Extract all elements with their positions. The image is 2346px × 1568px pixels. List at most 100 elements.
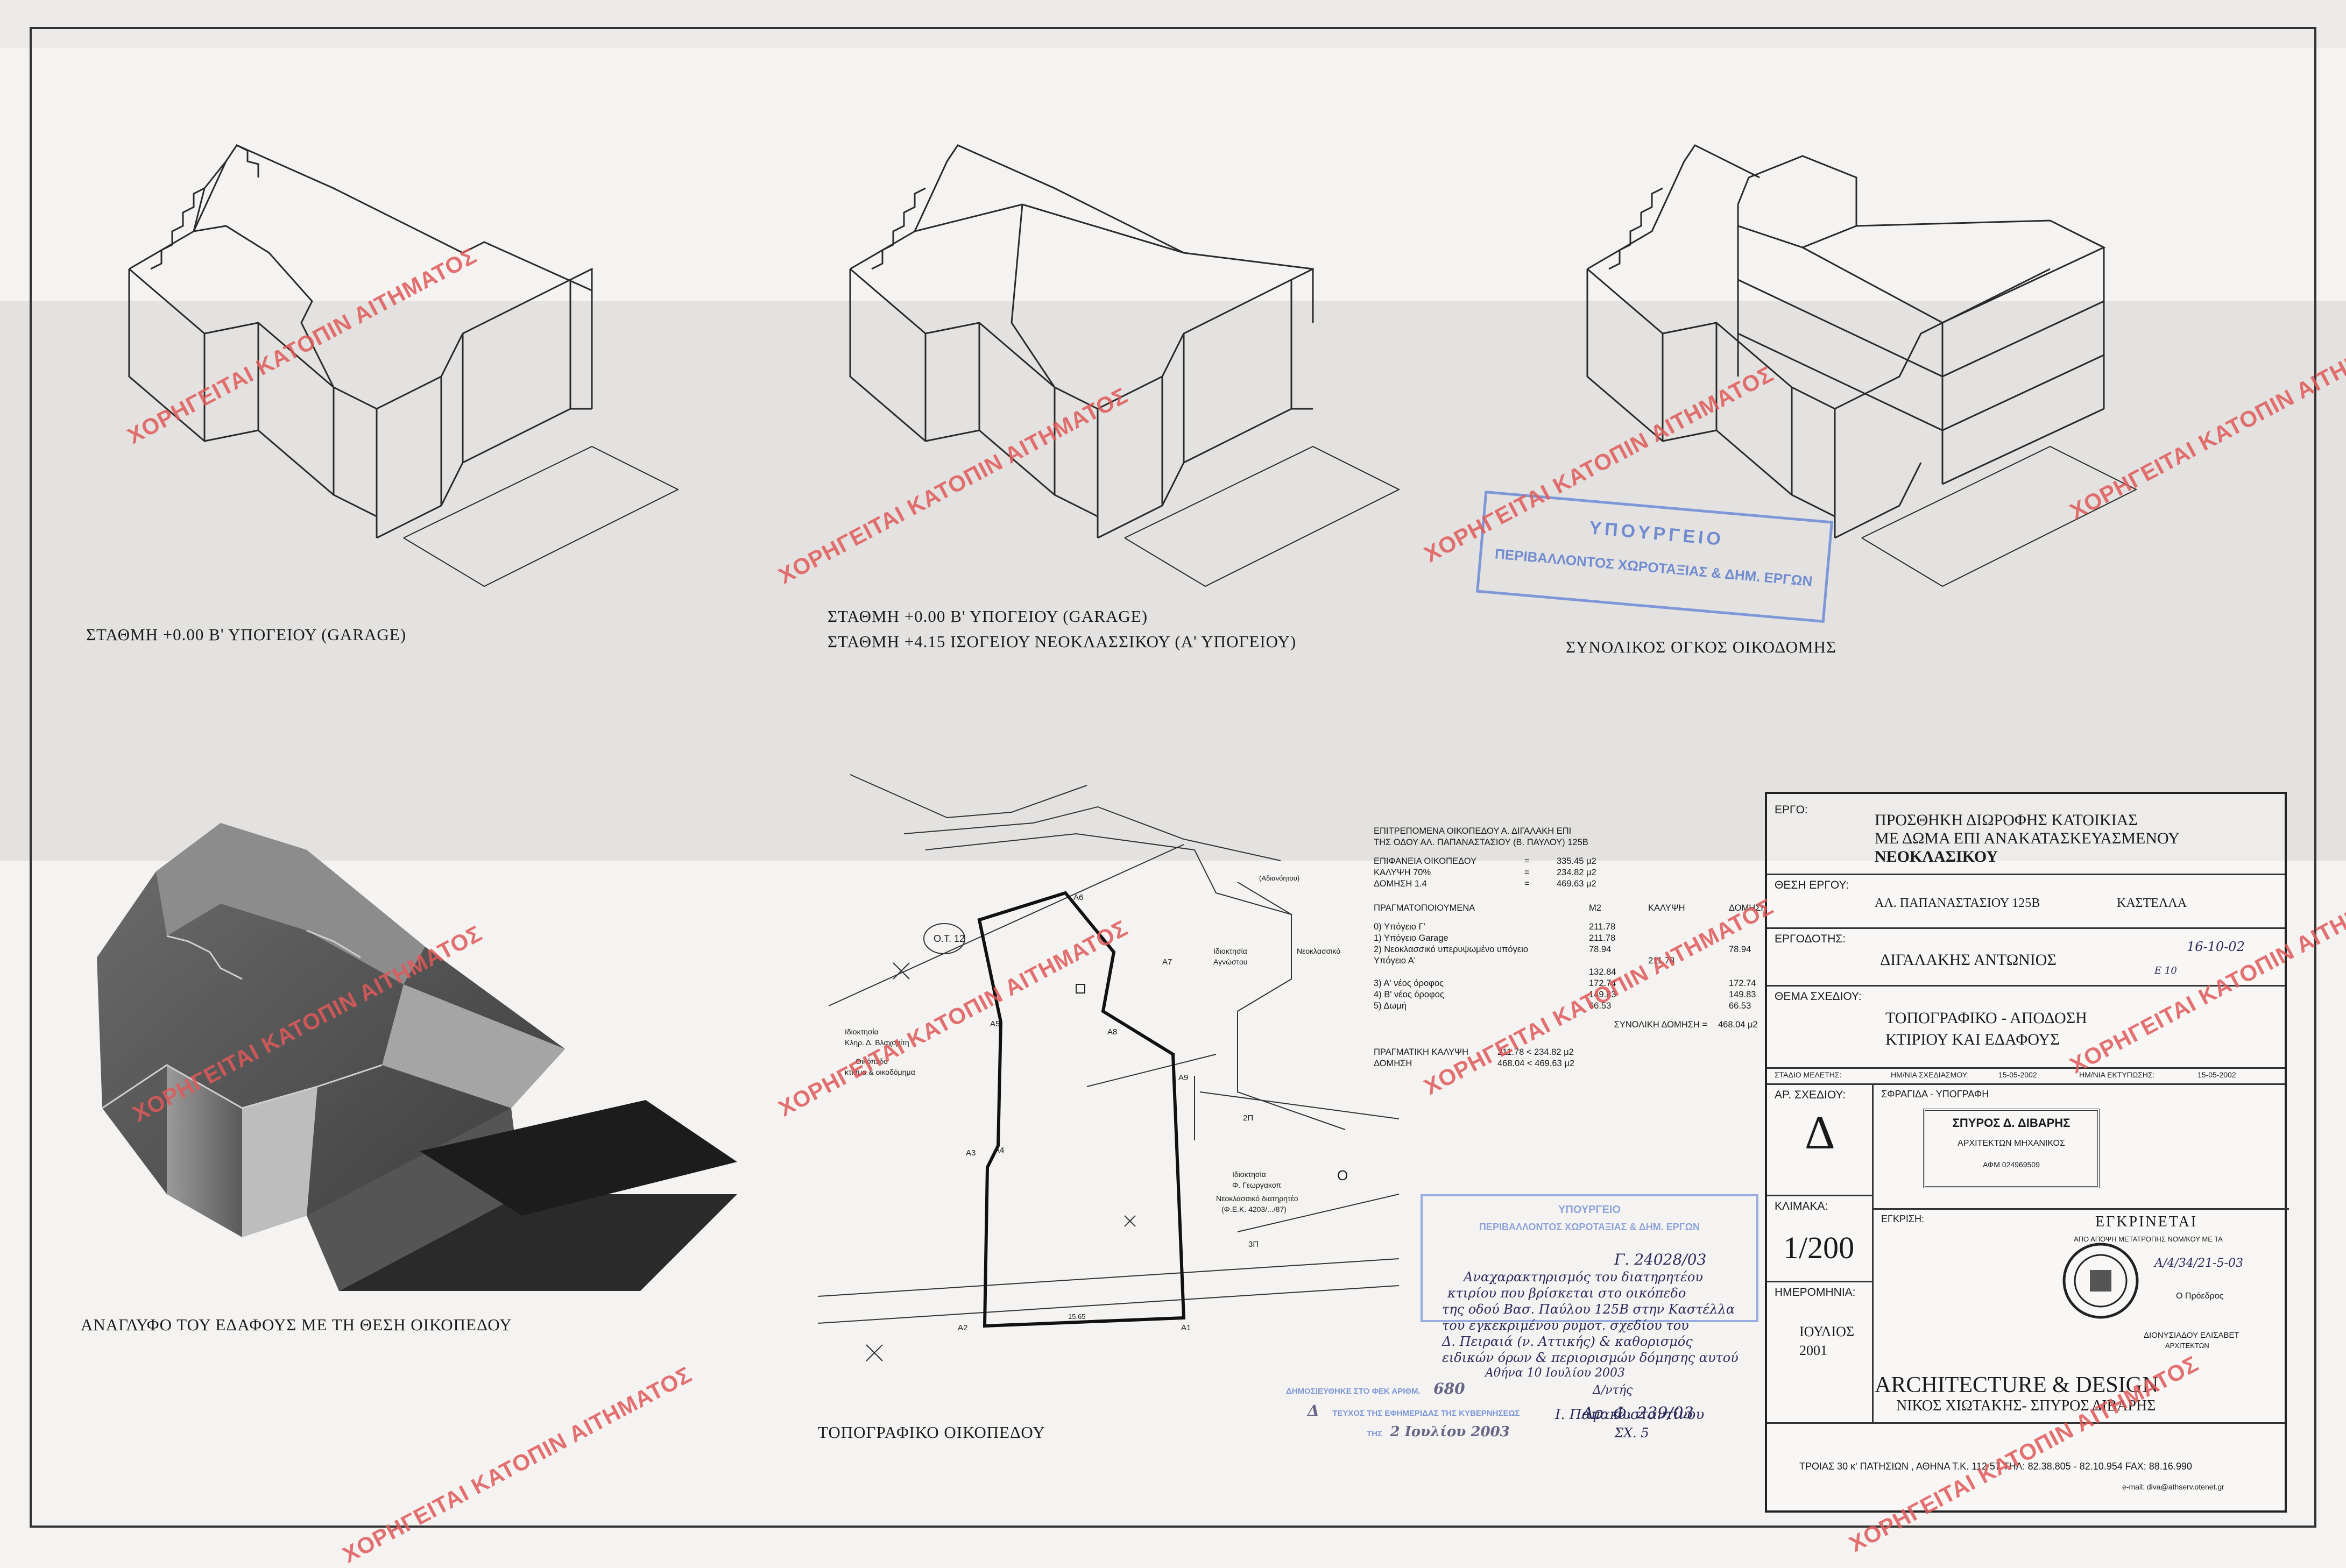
engineer-stamp-line3: ΑΦΜ 024969509 — [1983, 1160, 2040, 1169]
publish-line2: ΤΕΥΧΟΣ ΤΗΣ ΕΦΗΜΕΡΙΔΑΣ ΤΗΣ ΚΥΒΕΡΝΗΣΕΩΣ — [1332, 1409, 1520, 1418]
stats-total-row: ΣΥΝΟΛΙΚΗ ΔΟΜΗΣΗ =468.04 μ2 — [1614, 1020, 1758, 1030]
tb-ergo-line3: ΝΕΟΚΛΑΣΙΚΟΥ — [1875, 848, 1998, 865]
tb-hand-date: 16-10-02 — [2187, 939, 2245, 954]
tb-ergodotis-label: ΕΡΓΟΔΟΤΗΣ: — [1775, 933, 1846, 945]
isometric-views — [128, 144, 2138, 587]
topo-neighbor3-l3: Νεοκλασσικό διατηρητέο — [1216, 1194, 1298, 1203]
decision-line-6: ειδικών όρων & περιορισμών δόμησης αυτού — [1442, 1350, 1739, 1365]
publish-num: 680 — [1433, 1380, 1465, 1397]
topo-neighbor1-l2: Κληρ. Δ. Βλαχομίτη — [845, 1038, 909, 1047]
publish-line1: ΔΗΜΟΣΙΕΥΘΗΚΕ ΣΤΟ ΦΕΚ ΑΡΙΘΜ. — [1286, 1387, 1421, 1396]
publish-date: 2 Ιουλίου 2003 — [1390, 1424, 1510, 1440]
tb-thesi-value: ΑΛ. ΠΑΠΑΝΑΣΤΑΣΙΟΥ 125Β — [1875, 896, 2040, 910]
topo-neighbor2-l2: Αγνώστου — [1213, 957, 1248, 966]
tb-imerominia-label: ΗΜΕΡΟΜΗΝΙΑ: — [1775, 1286, 1856, 1299]
plot-boundary — [977, 891, 1186, 1328]
tb-ergo-label: ΕΡΓΟ: — [1775, 804, 1808, 816]
ministry-stamp-bottom: ΥΠΟΥΡΓΕΙΟ ΠΕΡΙΒΑΛΛΟΝΤΟΣ ΧΩΡΟΤΑΞΙΑΣ & ΔΗΜ… — [1421, 1194, 1758, 1322]
tb-ar-label: ΑΡ. ΣΧΕΔΙΟΥ: — [1775, 1089, 1846, 1101]
tb-address: ΤΡΟΙΑΣ 30 κ' ΠΑΤΗΣΙΩΝ , ΑΘΗΝΑ Τ.Κ. 112 5… — [1799, 1461, 2192, 1472]
topographic-plan — [817, 774, 1399, 1361]
tb-sfragida-label: ΣΦΡΑΓΙΔΑ - ΥΠΟΓΡΑΦΗ — [1881, 1089, 1989, 1099]
round-seal-icon — [2062, 1243, 2139, 1319]
iso-view-garage — [128, 144, 680, 587]
engineer-stamp-line1: ΣΠΥΡΟΣ Δ. ΔΙΒΑΡΗΣ — [1952, 1116, 2071, 1130]
view2-caption-line2: ΣΤΑΘΜΗ +4.15 ΙΣΟΓΕΙΟΥ ΝΕΟΚΛΑΣΣΙΚΟΥ (Α' Υ… — [828, 632, 1297, 651]
topo-point-a3: Α3 — [966, 1148, 976, 1158]
topo-neighbor2-l1: Ιδιοκτησία — [1213, 947, 1247, 955]
tb-ergo-line2: ΜΕ ΔΩΜΑ ΕΠΙ ΑΝΑΚΑΤΑΣΚΕΥΑΣΜΕΝΟΥ — [1875, 829, 2180, 847]
topo-neighbor2-l3: Νεοκλασσικό — [1297, 947, 1341, 955]
iso-view-total — [1586, 144, 2138, 587]
ministry-ref: Γ. 24028/03 — [1614, 1251, 1707, 1268]
stats-allowed-row: ΕΠΙΦΑΝΕΙΑ ΟΙΚΟΠΕΔΟΥ=335.45 μ2 — [1374, 856, 1596, 866]
stats-title-1: ΕΠΙΤΡΕΠΟΜΕΝΑ ΟΙΚΟΠΕΔΟΥ Α. ΔΙΓΑΛΑΚΗ ΕΠΙ — [1374, 826, 1572, 836]
topo-neighbor1-l3: Οικόπεδο — [856, 1057, 888, 1066]
topo-point-a5: Α5 — [990, 1019, 1000, 1028]
topo-point-a4: Α4 — [994, 1146, 1005, 1155]
relief-caption: ΑΝΑΓΛΥΦΟ ΤΟΥ ΕΔΑΦΟΥΣ ΜΕ ΤΗ ΘΕΣΗ ΟΙΚΟΠΕΔΟ… — [81, 1315, 512, 1334]
iso-view-ground — [849, 144, 1401, 587]
decision-sign: Δ/ντής — [1593, 1383, 1633, 1397]
stats-row: 0) Υπόγειο Γ'211.78 — [1374, 922, 1616, 932]
tb-thema-line1: ΤΟΠΟΓΡΑΦΙΚΟ - ΑΠΟΔΟΣΗ — [1885, 1009, 2087, 1027]
topo-point-a6: Α6 — [1073, 893, 1084, 902]
tb-date-print-label: ΗΜ/ΝΙΑ ΕΚΤΥΠΩΣΗΣ: — [2079, 1070, 2155, 1079]
view3-caption: ΣΥΝΟΛΙΚΟΣ ΟΓΚΟΣ ΟΙΚΟΔΟΜΗΣ — [1566, 637, 1837, 656]
topo-point-a1: Α1 — [1181, 1323, 1191, 1332]
decision-line-4: του εγκεκριμένου ρυμοτ. σχεδίου του — [1442, 1318, 1689, 1333]
tb-ergo-line1: ΠΡΟΣΘΗΚΗ ΔΙΩΡΟΦΗΣ ΚΑΤΟΙΚΙΑΣ — [1875, 811, 2138, 829]
file-ref: Αρ. Φ. 239/03 — [1582, 1404, 1694, 1423]
tb-thema-line2: ΚΤΙΡΙΟΥ ΚΑΙ ΕΔΑΦΟΥΣ — [1885, 1031, 2060, 1048]
terrain-relief-render — [97, 823, 737, 1291]
stats-title-2: ΤΗΣ ΟΔΟΥ ΑΛ. ΠΑΠΑΝΑΣΤΑΣΙΟΥ (Β. ΠΑΥΛΟΥ) 1… — [1374, 838, 1588, 847]
tb-egk-name1: ΔΙΟΝΥΣΙΑΔΟΥ ΕΛΙΣΑΒΕΤ — [2144, 1331, 2239, 1340]
stats-allowed-row: ΚΑΛΥΨΗ 70%=234.82 μ2 — [1374, 868, 1596, 877]
publish-date-prefix: ΤΗΣ — [1367, 1429, 1382, 1438]
publish-issue: Δ — [1308, 1402, 1319, 1420]
engineer-stamp: ΣΠΥΡΟΣ Δ. ΔΙΒΑΡΗΣ ΑΡΧΙΤΕΚΤΩΝ ΜΗΧΑΝΙΚΟΣ Α… — [1923, 1109, 2100, 1188]
decision-line-3: της οδού Βασ. Παύλου 125Β στην Καστέλλα — [1442, 1302, 1735, 1317]
tb-firm-name: ARCHITECTURE & DESIGN — [1875, 1373, 2159, 1397]
decision-date: Αθήνα 10 Ιουλίου 2003 — [1485, 1366, 1626, 1380]
tb-hand-code: Ε 10 — [2154, 965, 2177, 976]
topo-point-a8: Α8 — [1107, 1027, 1118, 1037]
topo-label-2: 2Π — [1243, 1113, 1254, 1123]
topo-label-3: 3Π — [1248, 1240, 1259, 1249]
decision-line-5: Δ. Πειραιά (ν. Αττικής) & καθορισμός — [1442, 1334, 1693, 1349]
tb-year: 2001 — [1799, 1343, 1827, 1358]
topo-point-a7: Α7 — [1162, 957, 1172, 967]
view1-caption: ΣΤΑΘΜΗ +0.00 Β' ΥΠΟΓΕΙΟΥ (GARAGE) — [86, 625, 407, 644]
tb-egkrinetai: ΕΓΚΡΙΝΕΤΑΙ — [2095, 1214, 2198, 1230]
drawing-border — [30, 27, 2316, 1528]
topo-point-a2: Α2 — [958, 1323, 968, 1332]
decision-line-1: Αναχαρακτηρισμός του διατηρητέου — [1464, 1269, 1703, 1285]
ministry-stamp-bottom-line1: ΥΠΟΥΡΓΕΙΟ — [1558, 1204, 1621, 1216]
stats-allowed-row: ΔΟΜΗΣΗ 1.4=469.63 μ2 — [1374, 879, 1596, 889]
tb-thema-label: ΘΕΜΑ ΣΧΕΔΙΟΥ: — [1775, 990, 1862, 1003]
topo-point-a9: Α9 — [1178, 1073, 1189, 1082]
engineer-stamp-line2: ΑΡΧΙΤΕΚΤΩΝ ΜΗΧΑΝΙΚΟΣ — [1958, 1139, 2065, 1148]
area-statistics: ΕΠΙΤΡΕΠΟΜΕΝΑ ΟΙΚΟΠΕΔΟΥ Α. ΔΙΓΑΛΑΚΗ ΕΠΙ Τ… — [1374, 826, 1777, 1069]
view2-caption-line1: ΣΤΑΘΜΗ +0.00 Β' ΥΠΟΓΕΙΟΥ (GARAGE) — [828, 607, 1148, 626]
topo-caption: ΤΟΠΟΓΡΑΦΙΚΟ ΟΙΚΟΠΕΔΟΥ — [818, 1423, 1045, 1442]
tb-ergodotis-value: ΔΙΓΑΛΑΚΗΣ ΑΝΤΩΝΙΟΣ — [1880, 951, 2057, 969]
tb-email: e-mail: diva@athserv.otenet.gr — [2122, 1482, 2224, 1491]
scan-band-1 — [0, 301, 2346, 861]
ministry-stamp-bottom-line2: ΠΕΡΙΒΑΛΛΟΝΤΟΣ ΧΩΡΟΤΑΞΙΑΣ & ΔΗΜ. ΕΡΓΩΝ — [1479, 1222, 1700, 1232]
tb-firm-people: ΝΙΚΟΣ ΧΙΩΤΑΚΗΣ- ΣΠΥΡΟΣ ΔΙΒΑΡΗΣ — [1896, 1397, 2156, 1414]
topo-neighbor3-l2: Φ. Γεωργακοπ — [1232, 1181, 1281, 1189]
tb-thesi-area: ΚΑΣΤΕΛΛΑ — [2117, 896, 2187, 910]
topo-dim-bottom: 15.65 — [1068, 1312, 1086, 1321]
tb-egk-name2: ΑΡΧΙΤΕΚΤΩΝ — [2165, 1342, 2209, 1350]
decision-line-2: κτιρίου που βρίσκεται στο οικόπεδο — [1447, 1286, 1686, 1301]
topo-label-road: Ο — [1337, 1167, 1348, 1183]
file-ref-2: ΣΧ. 5 — [1614, 1425, 1649, 1441]
